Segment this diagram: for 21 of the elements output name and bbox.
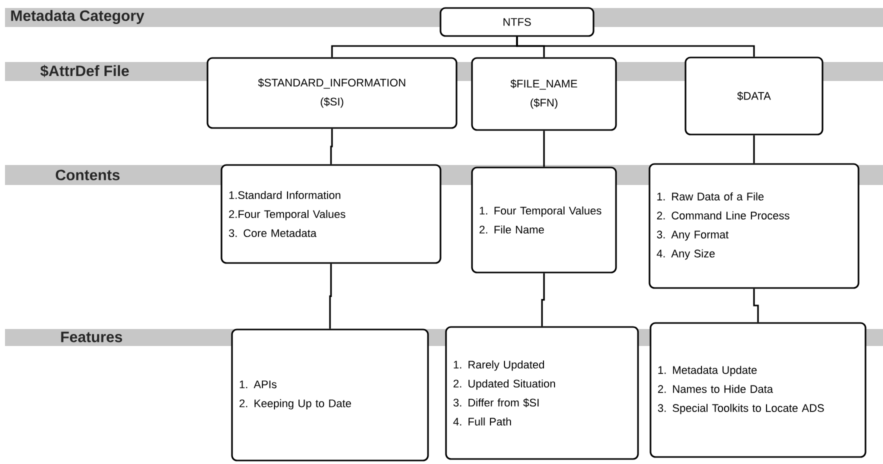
features-box: 1. Rarely Updated 2. Updated Situation 3. Differ from $SI 4. Full Path (445, 326, 639, 460)
band-label: Metadata Category (11, 10, 144, 24)
band-label: Features (61, 332, 122, 342)
connector (753, 288, 759, 322)
contents-box: 1. Four Temporal Values 2. File Name (471, 166, 617, 274)
connector (516, 36, 755, 57)
connector (329, 264, 332, 329)
connector (543, 130, 545, 167)
band-label: $AttrDef File (40, 64, 129, 78)
attribute-box: $DATA (684, 56, 824, 136)
attribute-box: $STANDARD_INFORMATION ($SI) (206, 57, 458, 129)
connector (541, 273, 545, 326)
connector (753, 135, 755, 164)
root-box: NTFS (440, 7, 594, 37)
band-label: Contents (56, 170, 120, 180)
contents-box: 1.Standard Information 2.Four Temporal Values 3. Core Metadata (220, 164, 442, 264)
connector (330, 128, 333, 164)
features-box: 1. APIs 2. Keeping Up to Date (231, 328, 429, 462)
contents-box: 1. Raw Data of a File 2. Command Line Process 3. Any Format 4. Any Size (648, 163, 860, 289)
features-box: 1. Metadata Update 2. Names to Hide Data 3. Special Toolkits to Locate ADS (650, 322, 866, 458)
attribute-box: $FILE_NAME ($FN) (471, 57, 617, 131)
